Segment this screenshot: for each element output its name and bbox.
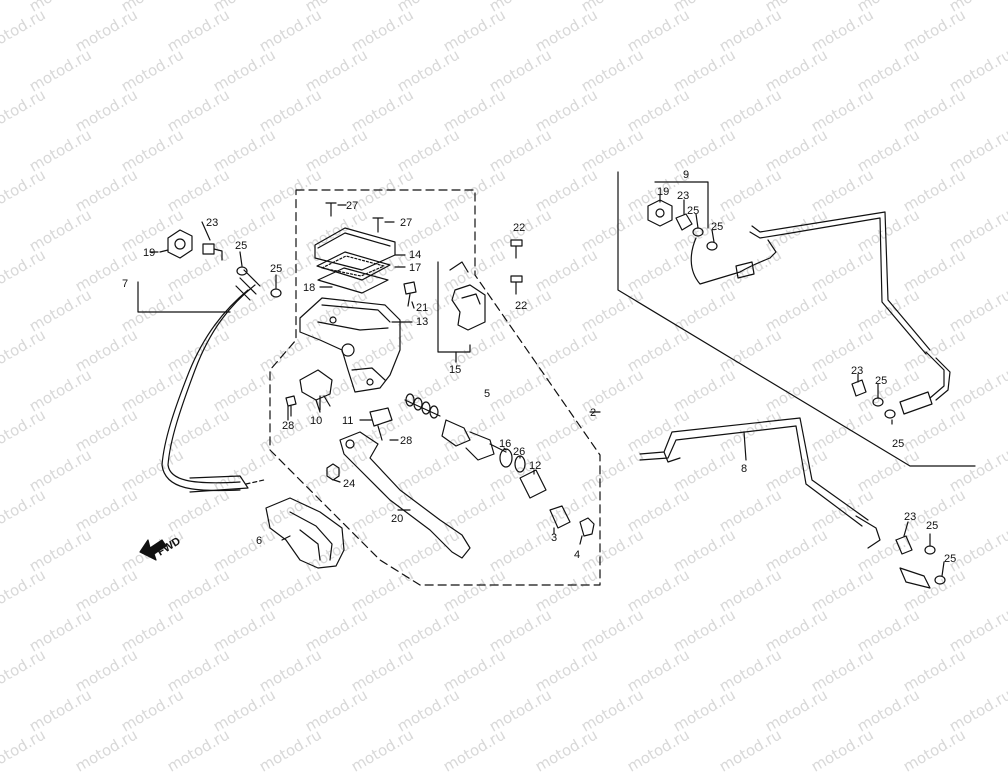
boot-12 bbox=[519, 469, 547, 499]
diaphragm-part bbox=[317, 267, 389, 294]
clutch-master-cylinder-diagram: 27 27 22 22 14 17 18 21 13 15 23 19 25 7… bbox=[122, 169, 976, 589]
nut-24 bbox=[326, 463, 340, 481]
callout-3: 3 bbox=[551, 532, 557, 544]
sealing-washer-right-b bbox=[706, 241, 718, 251]
callout-25-lower-b: 25 bbox=[944, 553, 956, 565]
callout-25-left-b: 25 bbox=[270, 263, 282, 275]
callout-23-lower: 23 bbox=[904, 511, 916, 523]
fwd-arrow bbox=[139, 539, 167, 561]
callout-5: 5 bbox=[484, 388, 490, 400]
lever-holder-part bbox=[451, 284, 486, 331]
callout-22-b: 22 bbox=[515, 300, 527, 312]
callout-25-right-a: 25 bbox=[687, 205, 699, 217]
callout-22-a: 22 bbox=[513, 222, 525, 234]
piston-set bbox=[404, 393, 507, 461]
callout-25-left-a: 25 bbox=[235, 240, 247, 252]
callout-7: 7 bbox=[122, 278, 128, 290]
sealing-washer-lower-a bbox=[924, 545, 936, 555]
reservoir-cap-part bbox=[314, 227, 396, 271]
sealing-washer-mid-a bbox=[872, 397, 884, 407]
callout-19-right: 19 bbox=[657, 186, 669, 198]
callout-13: 13 bbox=[416, 316, 428, 328]
cover-part bbox=[265, 497, 345, 569]
callout-28-right: 28 bbox=[400, 435, 412, 447]
clutch-pipe-8 bbox=[639, 417, 869, 521]
callout-8: 8 bbox=[741, 463, 747, 475]
callout-18: 18 bbox=[303, 282, 315, 294]
callout-24: 24 bbox=[343, 478, 355, 490]
diaphragm-plate-part bbox=[316, 251, 391, 281]
callout-25-right-b: 25 bbox=[711, 221, 723, 233]
callout-14: 14 bbox=[409, 249, 421, 261]
callout-25-mid-a: 25 bbox=[875, 375, 887, 387]
callout-12: 12 bbox=[529, 460, 541, 472]
screw-21 bbox=[403, 281, 417, 307]
callout-9: 9 bbox=[683, 169, 689, 181]
callout-26: 26 bbox=[513, 446, 525, 458]
bolt-22-a bbox=[510, 239, 523, 259]
callout-23-left: 23 bbox=[206, 217, 218, 229]
callout-15: 15 bbox=[449, 364, 461, 376]
assembly-outline bbox=[269, 189, 601, 586]
callout-11: 11 bbox=[342, 415, 353, 427]
master-cylinder-body bbox=[299, 297, 401, 393]
callout-23-right: 23 bbox=[677, 190, 689, 202]
callout-27-b: 27 bbox=[400, 217, 412, 229]
callout-10: 10 bbox=[310, 415, 322, 427]
clutch-pipe-upper bbox=[751, 211, 931, 351]
nut-4 bbox=[579, 517, 595, 537]
clutch-lever-part bbox=[339, 431, 471, 559]
callout-27-a: 27 bbox=[346, 200, 358, 212]
callout-25-mid-b: 25 bbox=[892, 438, 904, 450]
sealing-washer-left-b bbox=[270, 288, 282, 298]
clutch-hose-upper-right bbox=[690, 237, 771, 285]
screw-27-a bbox=[325, 202, 337, 217]
callout-19-left: 19 bbox=[143, 247, 155, 259]
banjo-fitting-left bbox=[167, 229, 193, 259]
callout-25-lower-a: 25 bbox=[926, 520, 938, 532]
banjo-bolt-mid bbox=[851, 379, 867, 397]
callout-28-left: 28 bbox=[282, 420, 294, 432]
callout-17: 17 bbox=[409, 262, 421, 274]
callout-16: 16 bbox=[499, 438, 511, 450]
push-rod-3 bbox=[549, 505, 571, 529]
callout-4: 4 bbox=[574, 549, 580, 561]
sealing-washer-mid-b bbox=[884, 409, 896, 419]
seal-16 bbox=[499, 448, 513, 468]
screw-28-left bbox=[285, 395, 297, 417]
banjo-fitting-right bbox=[647, 199, 673, 227]
right-inset-frame bbox=[617, 171, 976, 467]
sealing-washer-left-a bbox=[236, 266, 248, 276]
screw-27-b bbox=[372, 217, 384, 233]
bracket-9 bbox=[654, 181, 709, 229]
bracket-7 bbox=[137, 281, 231, 313]
sealing-washer-lower-b bbox=[934, 575, 946, 585]
bolt-22-b bbox=[510, 275, 523, 295]
fwd-label: FWD bbox=[155, 535, 183, 558]
callout-2: 2 bbox=[590, 407, 596, 419]
callout-21: 21 bbox=[416, 302, 428, 314]
clutch-hose-left bbox=[167, 284, 256, 484]
banjo-bolt-left bbox=[202, 243, 223, 261]
callout-23-mid: 23 bbox=[851, 365, 863, 377]
sealing-washer-right-a bbox=[692, 227, 704, 237]
pivot-bolt-11 bbox=[369, 407, 393, 427]
banjo-bolt-lower bbox=[895, 535, 913, 555]
banjo-bolt-right bbox=[675, 213, 693, 231]
callout-20: 20 bbox=[391, 513, 403, 525]
callout-6: 6 bbox=[256, 535, 262, 547]
clutch-switch-part bbox=[299, 369, 333, 401]
